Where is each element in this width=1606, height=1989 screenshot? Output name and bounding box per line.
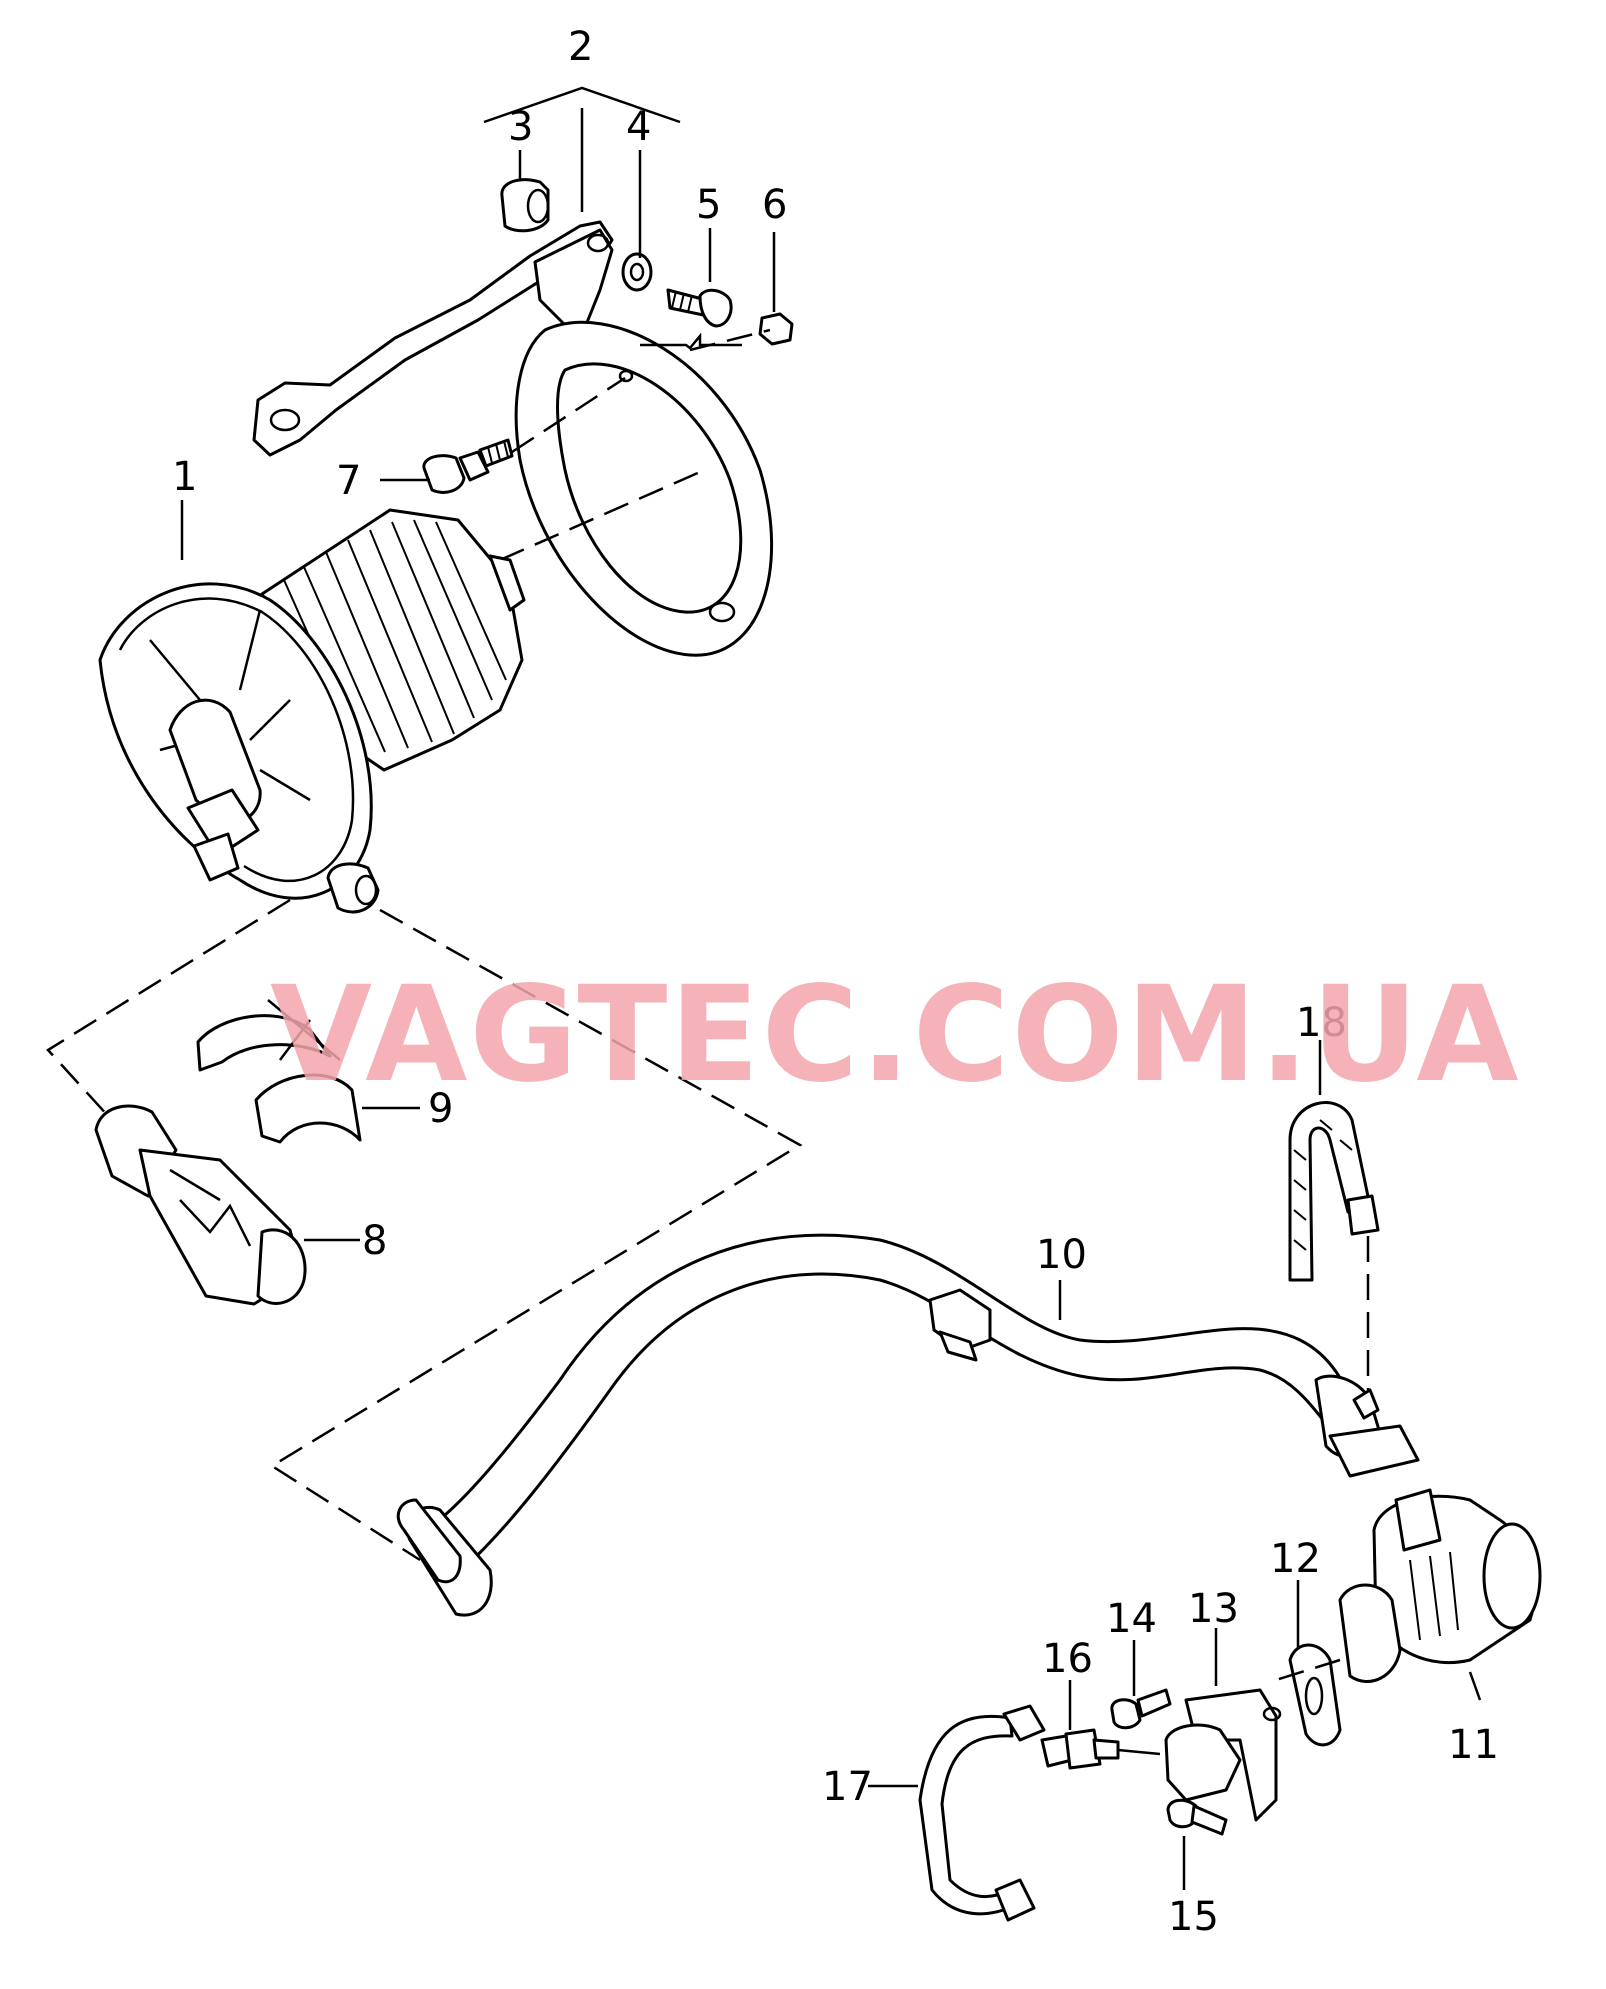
callout-17: 17 [822,1764,873,1810]
callout-16: 16 [1042,1636,1093,1682]
callout-11: 11 [1448,1722,1499,1768]
washer [621,252,653,292]
combination-valve [1338,1488,1542,1683]
callout-7: 7 [336,458,361,504]
air-hose [396,1233,1420,1617]
callout-12: 12 [1270,1536,1321,1582]
callout-18: 18 [1296,1000,1347,1046]
callout-6: 6 [762,182,787,228]
vacuum-hose [1288,1101,1380,1282]
callout-8: 8 [362,1218,387,1264]
bolt-14 [1110,1688,1172,1730]
callout-1: 1 [172,454,197,500]
pipe [918,1704,1046,1922]
union-fitting [1040,1728,1120,1770]
callout-5: 5 [696,182,721,228]
callout-3: 3 [508,104,533,150]
callout-9: 9 [428,1086,453,1132]
callout-2: 2 [568,24,593,70]
flange-bracket [1164,1688,1282,1822]
nut-6 [758,312,794,346]
callout-14: 14 [1106,1596,1157,1642]
secondary-air-pump [98,508,526,914]
callout-4: 4 [626,104,651,150]
bolt-15 [1166,1798,1228,1836]
bracket-assembly [252,220,773,657]
watermark-text: VAGTEC.COM.UA [270,958,1520,1112]
callout-13: 13 [1188,1586,1239,1632]
bolt-7 [422,438,514,494]
rubber-mount [500,178,550,233]
gasket [1288,1643,1342,1747]
hose-clamps [196,999,362,1144]
callout-15: 15 [1168,1894,1219,1940]
callout-10: 10 [1036,1232,1087,1278]
connector-pipe [94,1104,307,1306]
bolt-5 [666,288,733,328]
